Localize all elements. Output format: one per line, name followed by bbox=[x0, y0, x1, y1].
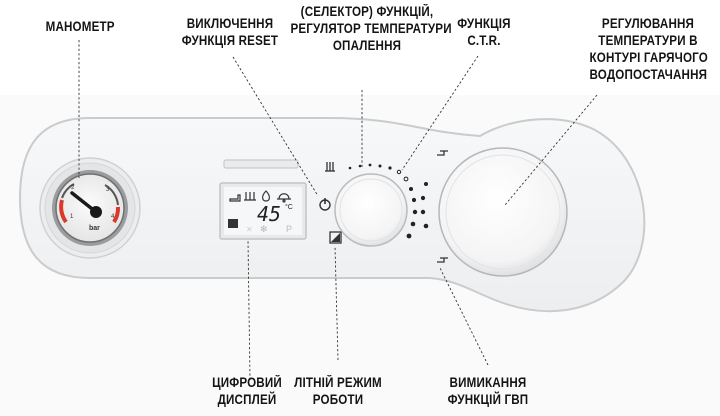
heating-selector-knob[interactable] bbox=[334, 173, 408, 247]
label-ctr: ФУНКЦІЯ C.T.R. bbox=[457, 16, 511, 48]
radiator-icon bbox=[244, 192, 256, 201]
bell-icon bbox=[277, 193, 291, 203]
gauge-unit: bar bbox=[89, 225, 100, 232]
label-dhw-off: ВИМИКАННЯ ФУНКЦІЙ ГВП bbox=[447, 375, 529, 407]
label-selector: (СЕЛЕКТОР) ФУНКЦІЙ, РЕГУЛЯТОР ТЕМПЕРАТУР… bbox=[290, 4, 452, 53]
display-temperature-unit: °C bbox=[285, 203, 293, 211]
label-dhw-temperature: РЕГУЛЮВАННЯ ТЕМПЕРАТУРИ В КОНТУРІ ГАРЯЧО… bbox=[589, 16, 708, 82]
display-x-icon: ✕ bbox=[246, 225, 253, 234]
gauge-tick: 3 bbox=[106, 187, 110, 193]
label-summer-mode: ЛІТНІЙ РЕЖИМ РОБОТИ bbox=[294, 375, 382, 407]
display-block-icon bbox=[228, 219, 238, 228]
flame-icon bbox=[262, 190, 270, 202]
heating-scale-dots bbox=[348, 163, 418, 239]
radiator-icon bbox=[325, 162, 335, 172]
leader-lines bbox=[78, 40, 598, 381]
label-reset: ВИКЛЮЧЕННЯ ФУНКЦІЯ RESET bbox=[181, 16, 279, 48]
gauge-tick: 1 bbox=[70, 214, 74, 220]
digital-display: 45 °C ✻ P ✕ bbox=[219, 182, 307, 240]
summer-mode-icon bbox=[329, 231, 342, 244]
gauge-tick: 4 bbox=[111, 214, 115, 220]
snowflake-icon: ✻ bbox=[260, 225, 268, 235]
display-tap-icon bbox=[229, 194, 241, 202]
display-p-icon: P bbox=[286, 224, 292, 234]
label-manometer: МАНОМЕТР bbox=[45, 19, 115, 34]
label-display: ЦИФРОВИЙ ДИСПЛЕЙ bbox=[212, 375, 282, 407]
display-temperature: 45 bbox=[257, 202, 281, 226]
panel-slot bbox=[223, 159, 299, 169]
tap-icon bbox=[437, 150, 448, 263]
power-button[interactable] bbox=[319, 198, 331, 211]
pressure-gauge: 1 2 3 4 bar bbox=[39, 157, 141, 259]
gauge-tick: 2 bbox=[71, 185, 75, 191]
dhw-temperature-knob[interactable] bbox=[438, 147, 568, 277]
